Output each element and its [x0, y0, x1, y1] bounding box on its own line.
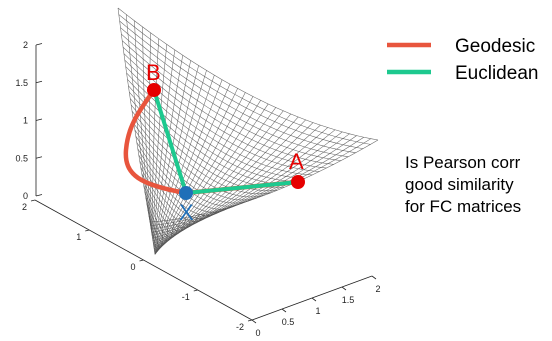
x-tick-label: 2	[375, 284, 380, 294]
mesh-line	[152, 49, 176, 244]
mesh-line	[153, 60, 191, 248]
annotation-line: good similarity	[405, 175, 514, 194]
mesh-line	[153, 55, 184, 246]
z-tick	[35, 118, 43, 121]
x-tick	[371, 275, 377, 280]
mesh-line	[152, 38, 160, 239]
point-b	[147, 83, 161, 97]
annotation-line: for FC matrices	[405, 197, 522, 216]
z-tick	[35, 80, 43, 84]
annotation-line: Is Pearson corr	[405, 153, 521, 172]
axes: 0 0.5 1 1.5 2 2 1 0 -1 -2 0 0.5 1 1.5 2	[15, 40, 380, 338]
point-a	[291, 175, 305, 189]
point-label-a: A	[289, 149, 304, 174]
mesh-line	[153, 127, 328, 244]
mesh-line	[152, 131, 343, 239]
point-x	[179, 186, 193, 200]
z-tick-label: 0.5	[15, 153, 28, 163]
mesh-line	[142, 26, 152, 233]
mesh-line	[151, 136, 364, 230]
mesh-line	[149, 139, 379, 223]
z-tick-label: 1	[23, 116, 28, 126]
legend-label: Geodesic	[455, 36, 535, 57]
z-tick-label: 2	[23, 40, 28, 50]
mesh-line	[125, 14, 151, 226]
x-tick-label: 0.5	[282, 317, 295, 327]
x-tick	[311, 297, 317, 302]
mesh-line	[154, 96, 254, 255]
z-tick-label: 0	[23, 191, 28, 201]
y-tick	[30, 199, 36, 202]
mesh-line	[117, 7, 151, 223]
x-tick	[281, 308, 287, 313]
x-tick	[251, 319, 257, 324]
z-tick	[35, 43, 43, 46]
z-tick	[35, 156, 43, 159]
mesh-line	[154, 75, 215, 252]
y-tick	[139, 259, 144, 262]
y-tick	[85, 229, 90, 232]
x-tick-label: 1.5	[342, 295, 355, 305]
y-tick-label: -1	[182, 292, 190, 302]
point-label-b: B	[146, 60, 161, 85]
point-label-x: X	[179, 200, 194, 225]
mesh-line	[152, 44, 168, 241]
mesh-line	[152, 133, 350, 236]
annotation-text: Is Pearson corr good similarity for FC m…	[405, 152, 552, 218]
y-tick-label: -2	[236, 322, 244, 332]
x-tick-label: 0	[255, 328, 260, 338]
y-tick-label: 0	[130, 262, 135, 272]
mesh-line	[134, 20, 152, 230]
x-tick-label: 1	[315, 306, 320, 316]
mesh-line	[154, 92, 246, 255]
mesh-line	[152, 129, 336, 242]
mesh-line	[154, 84, 231, 254]
saddle-surface-mesh	[117, 7, 379, 255]
y-tick	[193, 289, 198, 292]
geodesic-path	[123, 87, 301, 196]
mesh-line	[153, 124, 321, 246]
mesh-line	[153, 122, 314, 248]
mesh-line	[154, 79, 223, 253]
mesh-line	[153, 65, 199, 250]
mesh-line	[149, 32, 153, 236]
mesh-line	[151, 135, 357, 233]
x-tick	[341, 286, 347, 291]
points: B A X	[146, 60, 305, 225]
z-tick-label: 1.5	[15, 78, 28, 88]
legend-label: Euclidean	[455, 63, 538, 84]
z-tick	[35, 194, 43, 197]
y-tick-label: 1	[76, 232, 81, 242]
y-tick-label: 2	[22, 202, 27, 212]
y-tick	[247, 319, 253, 322]
mesh-line	[150, 138, 372, 226]
